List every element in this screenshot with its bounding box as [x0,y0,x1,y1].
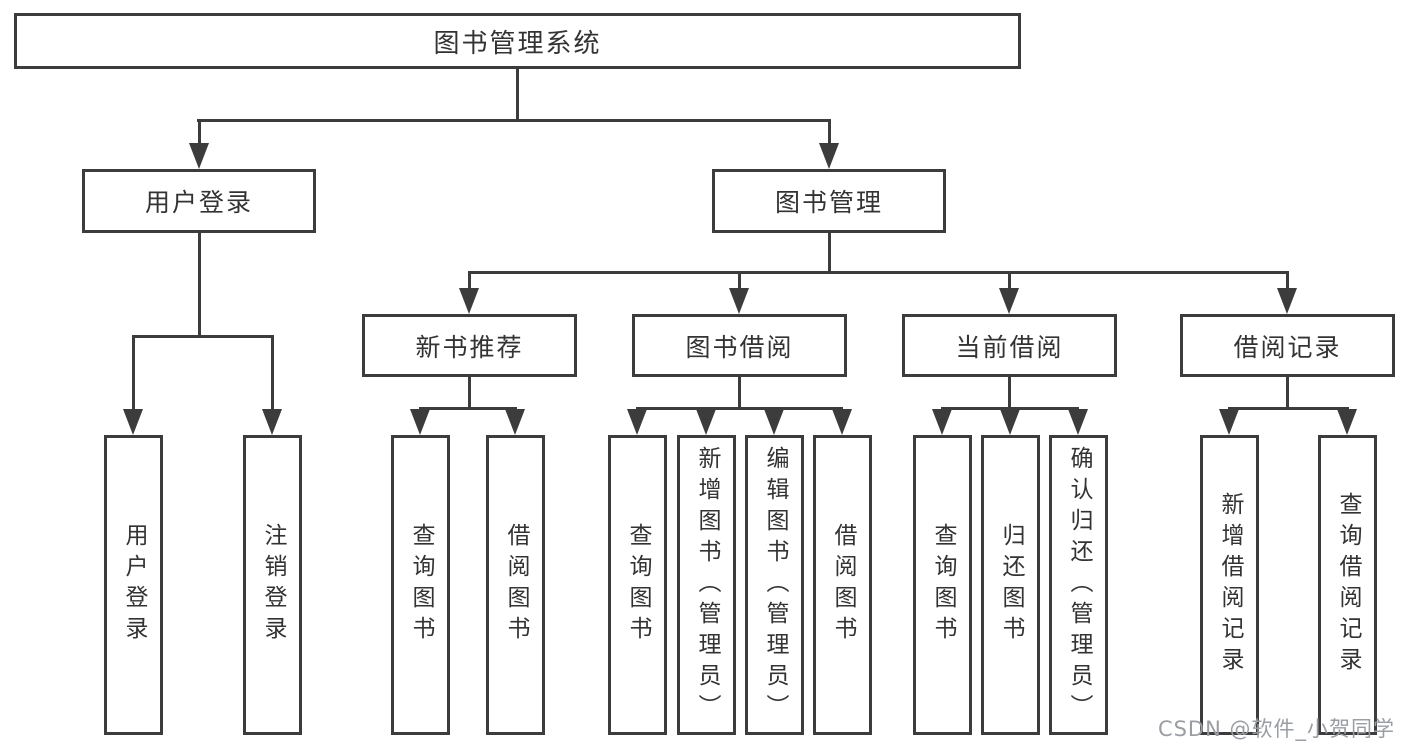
csdn-watermark: CSDN @软件_小贺同学 [1157,717,1395,741]
leaf-query-books-nb-label: 查询图书 [408,523,434,647]
leaf-edit-books-admin: 编辑图书（管理员） [745,435,804,735]
leaf-user-login: 用户登录 [104,435,163,735]
leaf-add-borrow-record-label: 新增借阅记录 [1217,492,1243,678]
connector-l3-stub-3 [1008,271,1011,292]
arrow-down-icon-ul2 [262,409,282,435]
leaf-borrow-books-nb-label: 借阅图书 [503,523,529,647]
connector-user-login-stub [198,119,201,147]
leaf-borrow-books-bb-label: 借阅图书 [830,523,856,647]
leaf-logout: 注销登录 [243,435,302,735]
connector-leaf-stub-ul1 [132,335,135,411]
connector-user-login-hbar [132,335,273,338]
connector-l3-stub-4 [1286,271,1289,292]
arrow-down-icon-cb1 [932,409,952,435]
arrow-down-icon-nb2 [505,409,525,435]
connector-cb-drop [1008,377,1011,410]
connector-nb-drop [468,377,471,410]
arrow-down-icon-borrow-records [1277,288,1297,314]
connector-l3-stub-2 [738,271,741,292]
arrow-down-icon-bb4 [832,409,852,435]
leaf-logout-label: 注销登录 [260,523,286,647]
arrow-down-icon-bb3 [764,409,784,435]
arrow-down-icon-br2 [1337,409,1357,435]
connector-bb-drop [738,377,741,410]
arrow-down-icon-br1 [1219,409,1239,435]
connector-br-hbar [1228,407,1349,410]
node-user-login: 用户登录 [82,169,316,233]
node-book-borrow: 图书借阅 [632,314,847,377]
connector-cb-hbar [941,407,1079,410]
leaf-query-borrow-record: 查询借阅记录 [1318,435,1377,735]
leaf-add-borrow-record: 新增借阅记录 [1200,435,1259,735]
node-root: 图书管理系统 [14,13,1021,69]
connector-level2-hbar [197,119,831,122]
arrow-down-icon-bb1 [627,409,647,435]
node-new-book-recommend: 新书推荐 [362,314,577,377]
connector-l3-stub-1 [468,271,471,292]
leaf-borrow-books-nb: 借阅图书 [486,435,545,735]
arrow-down-icon-cb3 [1068,409,1088,435]
leaf-confirm-return-admin: 确认归还（管理员） [1049,435,1108,735]
leaf-edit-books-admin-label: 编辑图书（管理员） [762,445,788,725]
leaf-query-books-bb-label: 查询图书 [625,523,651,647]
arrow-down-icon-book-mgmt [819,143,839,169]
connector-leaf-stub-ul2 [271,335,274,411]
connector-user-login-drop [198,233,201,338]
leaf-borrow-books-bb: 借阅图书 [813,435,872,735]
arrow-down-icon-bb2 [696,409,716,435]
arrow-down-icon-nb1 [410,409,430,435]
leaf-query-books-cb-label: 查询图书 [930,523,956,647]
leaf-query-books-nb: 查询图书 [391,435,450,735]
leaf-return-books-label: 归还图书 [998,523,1024,647]
connector-bb-hbar [636,407,843,410]
node-borrow-records: 借阅记录 [1180,314,1395,377]
arrow-down-icon-ul1 [123,409,143,435]
leaf-user-login-label: 用户登录 [121,523,147,647]
leaf-confirm-return-admin-label: 确认归还（管理员） [1066,445,1092,725]
connector-nb-hbar [419,407,517,410]
connector-br-drop [1286,377,1289,410]
connector-level3-hbar [469,271,1288,274]
connector-book-mgmt-stub [828,119,831,147]
leaf-add-books-admin-label: 新增图书（管理员） [694,445,720,725]
arrow-down-icon-current-borrow [999,288,1019,314]
arrow-down-icon-user-login [189,143,209,169]
leaf-query-books-bb: 查询图书 [608,435,667,735]
arrow-down-icon-cb2 [1000,409,1020,435]
node-book-management: 图书管理 [712,169,946,233]
leaf-query-borrow-record-label: 查询借阅记录 [1335,492,1361,678]
connector-book-mgmt-drop [828,233,831,274]
node-current-borrow: 当前借阅 [902,314,1117,377]
arrow-down-icon-book-borrow [729,288,749,314]
leaf-query-books-cb: 查询图书 [913,435,972,735]
connector-root-drop [516,67,519,120]
leaf-add-books-admin: 新增图书（管理员） [677,435,736,735]
arrow-down-icon-new-book [459,288,479,314]
leaf-return-books: 归还图书 [981,435,1040,735]
